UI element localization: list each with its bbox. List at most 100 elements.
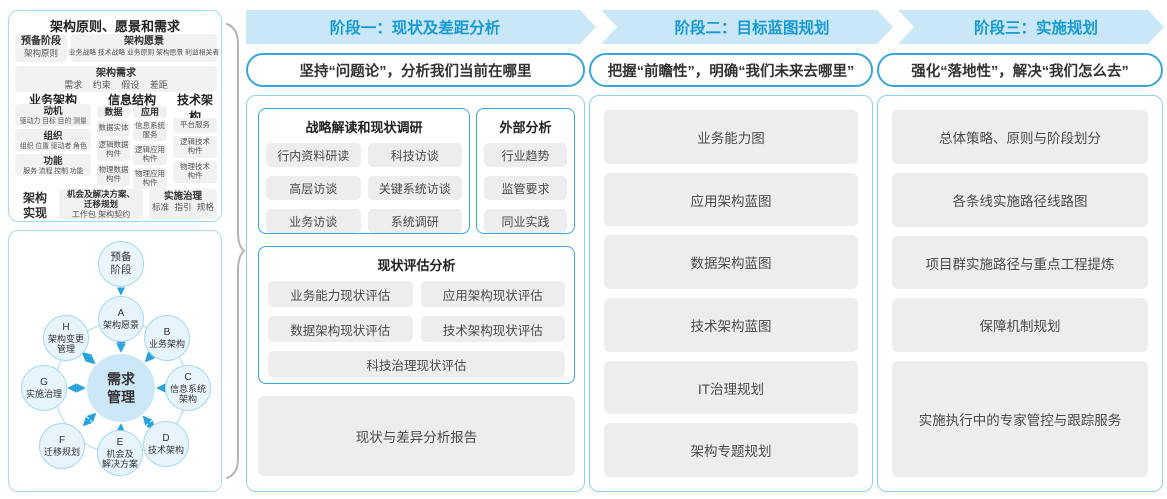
deliverable-box: 技术架构蓝图 xyxy=(604,298,858,352)
phase1-subtitle-pill: 坚持“问题论”，分析我们当前在哪里 xyxy=(246,53,585,87)
data-item: 数据实体 xyxy=(97,121,130,136)
implementation-governance-box: 实施治理 标准 指引 规格 xyxy=(149,189,217,219)
application-item: 逻辑应用 构件 xyxy=(133,144,167,165)
adm-node-a: A 架构愿景 xyxy=(98,296,144,342)
data-column: 数据 数据实体 逻辑数据 构件 物理数据 构件 xyxy=(97,106,130,186)
phase2-header-band: 阶段二：目标蓝图规划 xyxy=(601,10,893,44)
adm-prep-circle: 预备 阶段 xyxy=(98,241,144,287)
deliverable-box: 总体策略、原则与阶段划分 xyxy=(892,110,1148,164)
opportunities-migration-items: 工作包 架构契约 xyxy=(71,209,131,219)
adm-node-c: C 信息系统 架构 xyxy=(165,365,211,411)
current-state-assessment-group: 现状评估分析 业务能力现状评估 应用架构现状评估 数据架构现状评估 技术架构现状… xyxy=(258,246,575,384)
architecture-vision-items: 业务战略 技术战略 业务原则 架构愿景 利益相关者 xyxy=(68,48,220,56)
function-items: 服务 流程 控制 功能 xyxy=(22,167,84,176)
strategy-research-title: 战略解读和现状调研 xyxy=(305,120,423,135)
chip: 高层访谈 xyxy=(266,176,361,200)
data-item: 物理数据 构件 xyxy=(97,164,130,186)
architecture-requirements-items: 需求 约束 假设 差距 xyxy=(64,80,168,90)
chip: 行内资料研读 xyxy=(266,143,361,167)
implementation-governance-items: 标准 指引 规格 xyxy=(152,202,214,213)
deliverable-box: 业务能力图 xyxy=(604,110,858,164)
phase1-subtitle: 坚持“问题论”，分析我们当前在哪里 xyxy=(299,63,532,80)
deliverable-box: 实施执行中的专家管控与跟踪服务 xyxy=(892,361,1148,478)
adm-node-e: E 机会及 解决方案 xyxy=(97,430,143,476)
gap-analysis-report-box: 现状与差异分析报告 xyxy=(258,396,575,476)
adm-node-h: H 架构变更 管理 xyxy=(43,315,89,361)
business-architecture-title: 业务架构 xyxy=(28,93,77,107)
architecture-vision-box: 架构愿景 业务战略 技术战略 业务原则 架构愿景 利益相关者 xyxy=(68,34,220,62)
external-analysis-chips: 行业趋势 监管要求 同业实践 xyxy=(477,143,574,233)
adm-center-circle: 需求 管理 xyxy=(87,354,155,422)
data-header: 数据 xyxy=(97,106,130,118)
grouping-brace xyxy=(226,23,246,479)
phase2-subtitle: 把握“前瞻性”，明确“我们未来去哪里” xyxy=(607,63,855,80)
architecture-realization-label: 架构 实现 xyxy=(22,191,47,220)
phase1-header-band: 阶段一：现状及差距分析 xyxy=(246,10,596,44)
application-item: 物理应用 构件 xyxy=(133,168,167,189)
data-item: 逻辑数据 构件 xyxy=(97,139,130,161)
deliverable-box: 应用架构蓝图 xyxy=(604,172,858,227)
chip: 技术架构现状评估 xyxy=(420,316,565,342)
strategy-research-chips: 行内资料研读 科技访谈 高层访谈 关键系统访谈 业务访谈 系统调研 xyxy=(259,143,469,233)
phase2-subtitle-pill: 把握“前瞻性”，明确“我们未来去哪里” xyxy=(589,53,873,87)
current-state-assessment-chips: 业务能力现状评估 应用架构现状评估 数据架构现状评估 技术架构现状评估 科技治理… xyxy=(259,281,574,377)
chip: 行业趋势 xyxy=(484,143,567,167)
phase3-content-panel: 总体策略、原则与阶段划分 各条线实施路径线路图 项目群实施路径与重点工程提炼 保… xyxy=(877,95,1163,492)
application-item: 信息系统 服务 xyxy=(133,121,167,141)
opportunities-migration-box: 机会及解决方案、 迁移规划 工作包 架构契约 xyxy=(59,189,143,219)
function-title: 功能 xyxy=(43,156,63,167)
phase2-content-panel: 业务能力图 应用架构蓝图 数据架构蓝图 技术架构蓝图 IT治理规划 架构专题规划 xyxy=(589,95,873,492)
prep-phase-item: 架构原则 xyxy=(23,48,58,58)
deliverable-box: IT治理规划 xyxy=(604,360,858,415)
adm-node-g: G 实施治理 xyxy=(21,365,67,411)
organization-box: 组织 组织 位置 驱动者 角色 xyxy=(15,129,91,151)
prep-phase-title: 预备阶段 xyxy=(21,36,61,47)
adm-node-f: F 迁移规划 xyxy=(39,423,85,469)
adm-node-d: D 技术架构 xyxy=(143,421,189,467)
application-header: 应用 xyxy=(133,106,167,118)
application-column: 应用 信息系统 服务 逻辑应用 构件 物理应用 构件 xyxy=(133,106,167,189)
technology-item: 逻辑技术 构件 xyxy=(173,136,217,158)
chip: 业务访谈 xyxy=(266,209,361,233)
current-state-assessment-title: 现状评估分析 xyxy=(377,258,456,273)
phase1-content-panel: 战略解读和现状调研 行内资料研读 科技访谈 高层访谈 关键系统访谈 业务访谈 系… xyxy=(246,95,585,492)
deliverable-box: 各条线实施路径线路图 xyxy=(892,172,1148,227)
technology-item: 平台服务 xyxy=(173,118,217,133)
external-analysis-title: 外部分析 xyxy=(499,120,552,135)
chip: 同业实践 xyxy=(484,209,567,233)
technology-column: 平台服务 逻辑技术 构件 物理技术 构件 xyxy=(173,118,217,183)
function-box: 功能 服务 流程 控制 功能 xyxy=(15,154,91,176)
chip: 科技治理现状评估 xyxy=(268,351,565,377)
phase3-subtitle: 强化“落地性”，解决“我们怎么去” xyxy=(911,63,1129,80)
prep-phase-box: 预备阶段 架构原则 xyxy=(15,34,67,62)
phase3-header-band: 阶段三：实施规划 xyxy=(898,10,1164,44)
architecture-requirements-title: 架构需求 xyxy=(96,68,136,79)
chip: 监管要求 xyxy=(484,176,567,200)
architecture-framework-panel: 架构原则、愿景和需求 预备阶段 架构原则 架构愿景 业务战略 技术战略 业务原则… xyxy=(8,10,222,222)
external-analysis-group: 外部分析 行业趋势 监管要求 同业实践 xyxy=(476,108,575,234)
chip: 系统调研 xyxy=(367,209,462,233)
deliverable-box: 保障机制规划 xyxy=(892,298,1148,353)
architecture-requirements-box: 架构需求 需求 约束 假设 差距 xyxy=(15,66,217,92)
adm-cycle-panel: 预备 阶段 需求 管理 A 架构愿景 B 业务架构 C 信息系统 架构 D 技术… xyxy=(8,230,222,492)
business-architecture-column: 动机 驱动力 目标 目的 测量 组织 组织 位置 驱动者 角色 功能 服务 流程… xyxy=(15,104,91,176)
organization-items: 组织 位置 驱动者 角色 xyxy=(19,142,87,151)
strategy-research-group: 战略解读和现状调研 行内资料研读 科技访谈 高层访谈 关键系统访谈 业务访谈 系… xyxy=(258,108,470,234)
information-structure-title: 信息结构 xyxy=(107,93,156,107)
chip: 应用架构现状评估 xyxy=(420,281,565,307)
phase3-header: 阶段三：实施规划 xyxy=(973,20,1098,37)
deliverable-box: 项目群实施路径与重点工程提炼 xyxy=(892,235,1148,290)
organization-title: 组织 xyxy=(43,131,63,142)
opportunities-migration-title: 机会及解决方案、 迁移规划 xyxy=(66,189,135,209)
chip: 关键系统访谈 xyxy=(367,176,462,200)
motivation-box: 动机 驱动力 目标 目的 测量 xyxy=(15,104,91,126)
technology-item: 物理技术 构件 xyxy=(173,161,217,183)
phase3-subtitle-pill: 强化“落地性”，解决“我们怎么去” xyxy=(877,53,1163,87)
motivation-title: 动机 xyxy=(43,106,63,117)
phase1-header: 阶段一：现状及差距分析 xyxy=(329,20,501,37)
phase2-header: 阶段二：目标蓝图规划 xyxy=(674,20,830,37)
motivation-items: 驱动力 目标 目的 测量 xyxy=(19,117,87,126)
chip: 业务能力现状评估 xyxy=(268,281,413,307)
adm-node-b: B 业务架构 xyxy=(144,315,190,361)
deliverable-box: 数据架构蓝图 xyxy=(604,235,858,290)
